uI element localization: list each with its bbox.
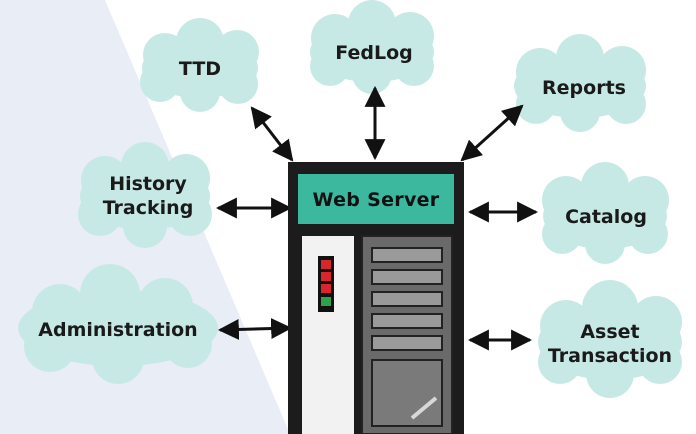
cloud-reports [514, 34, 646, 132]
server-label: Web Server [313, 189, 440, 211]
server-header [298, 174, 454, 224]
drive-bottom-panel [371, 359, 443, 427]
arrow-reports [460, 104, 524, 162]
cloud-catalog [542, 162, 669, 264]
drive-slot [371, 247, 443, 263]
cloud-asset-transaction [538, 280, 682, 398]
node-label-tracking: Tracking [103, 197, 194, 219]
drive-slot [371, 291, 443, 307]
led-red-3 [321, 284, 331, 293]
node-label-asset: Asset [580, 321, 639, 343]
drive-slot [371, 269, 443, 285]
cloud-ttd [140, 18, 259, 112]
node-label-history: History [109, 173, 187, 195]
node-label-administration: Administration [38, 319, 197, 341]
led-green [321, 297, 331, 306]
drive-panel-highlight [410, 396, 438, 420]
drive-slot [371, 313, 443, 329]
cloud-fedlog [310, 0, 434, 94]
node-label-reports: Reports [542, 77, 626, 99]
node-label-catalog: Catalog [565, 206, 647, 228]
connector-arrows [215, 85, 539, 351]
arrow-administration [217, 318, 293, 340]
arrow-ttd [250, 106, 294, 162]
cloud-history-tracking [78, 142, 212, 248]
led-red-1 [321, 260, 331, 269]
cloud-administration [18, 264, 218, 384]
web-server: Web Server [288, 162, 464, 434]
node-label-ttd: TTD [179, 58, 221, 80]
node-label-fedlog: FedLog [335, 42, 412, 64]
led-red-2 [321, 272, 331, 281]
drive-slot [371, 335, 443, 351]
node-label-transaction: Transaction [548, 345, 672, 367]
